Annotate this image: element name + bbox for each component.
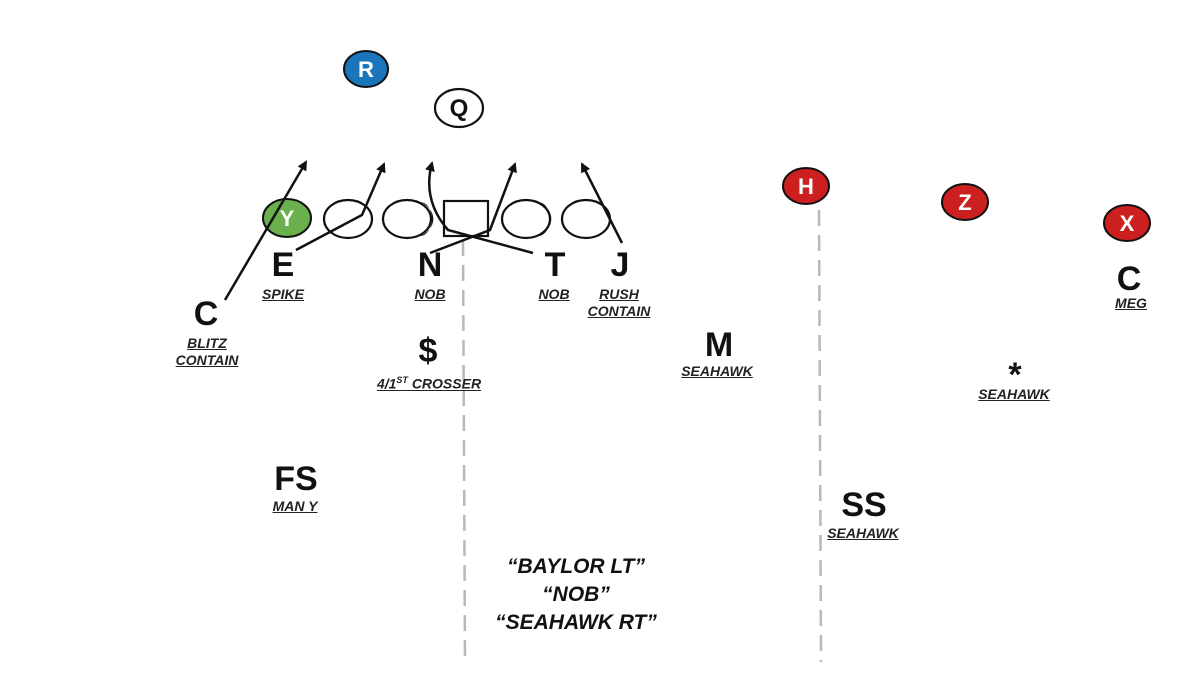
- assignment-c-left: BLITZ CONTAIN: [176, 335, 239, 369]
- rush-arrow-j-contain: [580, 162, 624, 244]
- assignment-e: SPIKE: [261, 286, 305, 302]
- defender-fs: FS: [274, 460, 318, 498]
- assignment-t: NOB: [538, 286, 570, 302]
- r-circle: [343, 50, 389, 88]
- r-label: R: [358, 57, 374, 82]
- assignment-dollar-sup: ST: [396, 375, 408, 385]
- defender-t: T: [544, 246, 566, 284]
- assignment-j-line1: RUSH: [599, 286, 639, 302]
- h-circle: [782, 167, 830, 205]
- play-call-1: “BAYLOR LT”: [506, 555, 646, 578]
- defender-n: N: [417, 246, 443, 284]
- rush-arrow-c-blitz: [223, 160, 308, 301]
- rush-arrow-e-spike: [295, 162, 386, 252]
- play-calls: “BAYLOR LT” “NOB” “SEAHAWK RT”: [495, 553, 657, 637]
- defender-star: *: [1008, 356, 1022, 394]
- defender-j: J: [610, 246, 630, 284]
- assignment-m: SEAHAWK: [681, 363, 753, 379]
- assignment-fs: MAN Y: [272, 498, 318, 514]
- y-circle: [262, 198, 312, 238]
- defender-ss: SS: [841, 486, 887, 524]
- q-circle: [433, 87, 485, 129]
- defender-dollar: $: [418, 332, 438, 370]
- assignment-ss: SEAHAWK: [827, 525, 899, 541]
- play-call-2: “NOB”: [542, 583, 610, 606]
- defender-m: M: [704, 326, 734, 364]
- assignment-n: NOB: [414, 286, 446, 302]
- guard-left: [381, 198, 433, 240]
- assignment-c-right: MEG: [1115, 295, 1147, 311]
- assignment-c-left-line2: CONTAIN: [175, 352, 239, 368]
- assignment-c-left-line1: BLITZ: [187, 335, 227, 351]
- assignment-dollar-rest: CROSSER: [407, 375, 482, 392]
- assignment-dollar: 4/1ST CROSSER: [377, 372, 481, 393]
- play-call-3: “SEAHAWK RT”: [495, 611, 657, 634]
- rush-arrow-n-nob: [425, 161, 534, 255]
- assignment-j-line2: CONTAIN: [587, 303, 651, 319]
- y-label: Y: [279, 206, 295, 231]
- dashed-zone-line-left: [461, 239, 467, 663]
- x-circle: [1103, 204, 1151, 242]
- assignment-j: RUSH CONTAIN: [588, 286, 651, 320]
- h-label: H: [798, 174, 814, 199]
- defender-c-left: C: [193, 295, 219, 333]
- q-label: Q: [449, 95, 469, 122]
- rush-arrow-t-nob: [429, 162, 517, 255]
- defender-e: E: [271, 246, 295, 284]
- assignment-star: SEAHAWK: [978, 386, 1050, 402]
- z-circle: [941, 183, 989, 221]
- defender-c-right: C: [1116, 260, 1142, 298]
- guard-right: [500, 198, 552, 240]
- dashed-zone-line-right: [817, 209, 823, 663]
- assignment-dollar-main: 4/1: [376, 375, 397, 392]
- z-label: Z: [958, 190, 972, 215]
- x-label: X: [1119, 211, 1135, 236]
